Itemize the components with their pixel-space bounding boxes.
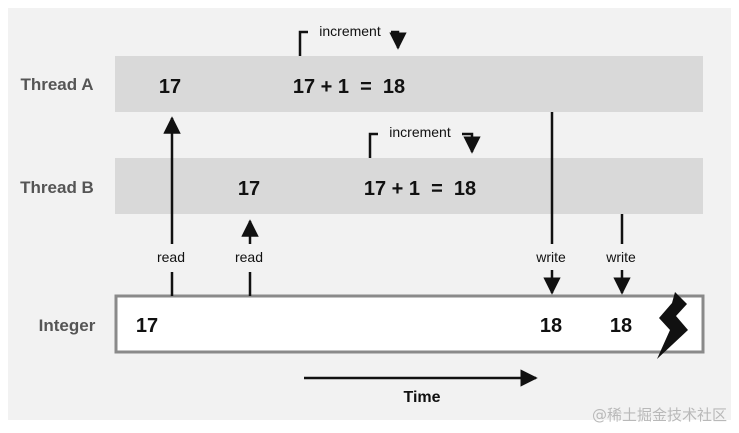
thread-b-increment-label: increment: [389, 124, 451, 140]
time-axis-label: Time: [403, 389, 440, 406]
read-a-label: read: [157, 249, 185, 265]
integer-initial-value: 17: [136, 315, 158, 337]
write-a-label: write: [535, 249, 566, 265]
thread-a-read-value: 17: [159, 76, 181, 98]
thread-b-read-value: 17: [238, 178, 260, 200]
watermark: @稀土掘金技术社区: [591, 406, 727, 424]
read-b-label: read: [235, 249, 263, 265]
integer-value-after-b-write: 18: [610, 315, 632, 337]
thread-a-lane: [115, 56, 703, 112]
lightning-bolt-icon: [657, 292, 688, 359]
thread-a-expression: 17 + 1 = 18: [293, 76, 405, 98]
thread-a-increment-bracket: [298, 30, 407, 56]
integer-label: Integer: [39, 316, 96, 335]
write-b-label: write: [605, 249, 636, 265]
thread-b-increment-bracket: [368, 132, 481, 158]
thread-b-lane: [115, 158, 703, 214]
thread-b-expression: 17 + 1 = 18: [364, 178, 476, 200]
integer-box: [114, 294, 705, 354]
thread-a-increment-label: increment: [319, 23, 381, 39]
thread-b-label: Thread B: [20, 178, 94, 197]
thread-a-label: Thread A: [20, 75, 93, 94]
integer-value-after-a-write: 18: [540, 315, 562, 337]
